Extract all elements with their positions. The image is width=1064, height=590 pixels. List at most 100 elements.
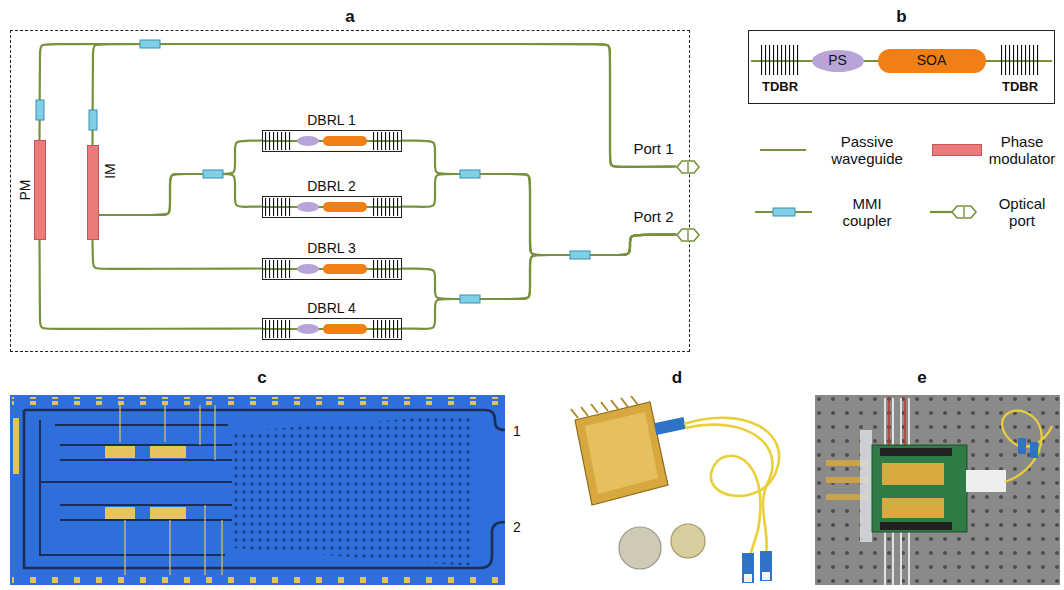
chip-waveguide [40,420,232,555]
mmi-coupler [460,170,480,178]
mmi-couplers [36,40,590,303]
laser-internals [262,320,402,338]
pad-row [12,397,503,405]
legend-swatch [932,144,982,156]
header [880,522,952,530]
laser-internals [262,198,402,216]
ribbon-cable [889,398,905,448]
table-holes [815,395,1060,585]
coin [671,524,705,558]
mmi-coupler [36,100,44,120]
modulator-bar: PM [34,140,46,240]
mmi-coupler [89,110,97,130]
waveguide-connector [93,44,676,167]
fiber-connector [760,551,772,581]
header [880,448,952,456]
modulator-bar: IM [87,145,99,240]
chip-waveguide [24,410,505,430]
grating-label: TDBR [762,80,798,95]
module-package [882,463,944,485]
panel-letter: a [11,7,689,27]
laser-internals [262,132,402,150]
port-bar [687,230,688,240]
mmi-coupler [203,170,223,178]
legend-text: Phase modulator [986,133,1058,168]
amplifier-section: SOA [878,49,986,73]
bond-wire [120,405,222,575]
laser-box: DBRL 4 [262,318,402,340]
waveguide-sample [760,149,806,151]
panel-letter: b [749,7,1054,27]
pad-row [12,575,503,583]
bragg-grating [760,45,801,75]
structure-illustration [751,45,1052,75]
bragg-grating [1000,45,1041,75]
fiber-connector [1018,438,1026,454]
modulator-label: PM [16,179,32,200]
electrode [105,507,135,519]
laser-box: DBRL 2 [262,196,402,218]
dotted-region [232,414,472,566]
waveguide-connector [402,235,676,329]
port-shape [676,228,700,242]
setup-photo [815,395,1060,585]
port-bar [687,162,688,172]
coin [619,527,661,569]
mmi-coupler [460,295,480,303]
fiber-connector [1030,442,1038,458]
legend-text: MMI coupler [831,195,903,230]
port-shape [676,160,700,174]
waveguide-connector [402,174,676,255]
waveguide-connector [93,240,262,269]
port-label: Port 1 [633,140,673,157]
port-sample [952,206,976,218]
laser-label: DBRL 1 [263,112,401,128]
module-package [882,498,944,518]
waveguide-connector [40,44,676,167]
waveguide-connector [402,235,676,300]
mmi-sample [773,208,795,216]
connector-ferrule [762,572,770,580]
panel-letter: d [672,368,682,388]
port-sample-line [930,211,952,213]
module-housing [575,402,668,505]
section-label: SOA [917,52,947,68]
port-outline [677,229,699,241]
chip-substrate [10,395,505,585]
laser-label: DBRL 3 [263,240,401,256]
port-outline [677,161,699,173]
fiber-boot [654,417,686,435]
layout-frame: aPMIMDBRL 1DBRL 2DBRL 3DBRL 4Port 1Port … [10,30,690,352]
port-number: 1 [513,423,521,439]
electrode [150,446,186,458]
waveguide-connector [99,141,262,216]
connector-ferrule [744,574,752,582]
ribbon-cable [885,398,909,448]
fiber [1002,411,1052,482]
waveguide-connector [402,141,676,256]
panel-letter: c [257,368,266,388]
section-label: PS [828,52,847,68]
grating-label: TDBR [1002,80,1038,95]
optical-port: Port 1 [676,160,700,174]
acrylic-mount [860,430,872,542]
module-lid [585,412,658,494]
legend-text: Optical port [986,195,1058,230]
port-sample-bar [963,207,964,217]
chip-photo [10,395,505,585]
optical-table [815,395,1060,585]
edge-pads [13,418,19,474]
laser-box: DBRL 1 [262,130,402,152]
chip-waveguide [24,410,505,568]
ribbon-cable [885,530,909,585]
laser-label: DBRL 2 [263,178,401,194]
modulator-label: IM [101,163,117,179]
optical-port: Port 2 [676,228,700,242]
circuit-board [872,445,967,532]
electrode [150,507,186,519]
